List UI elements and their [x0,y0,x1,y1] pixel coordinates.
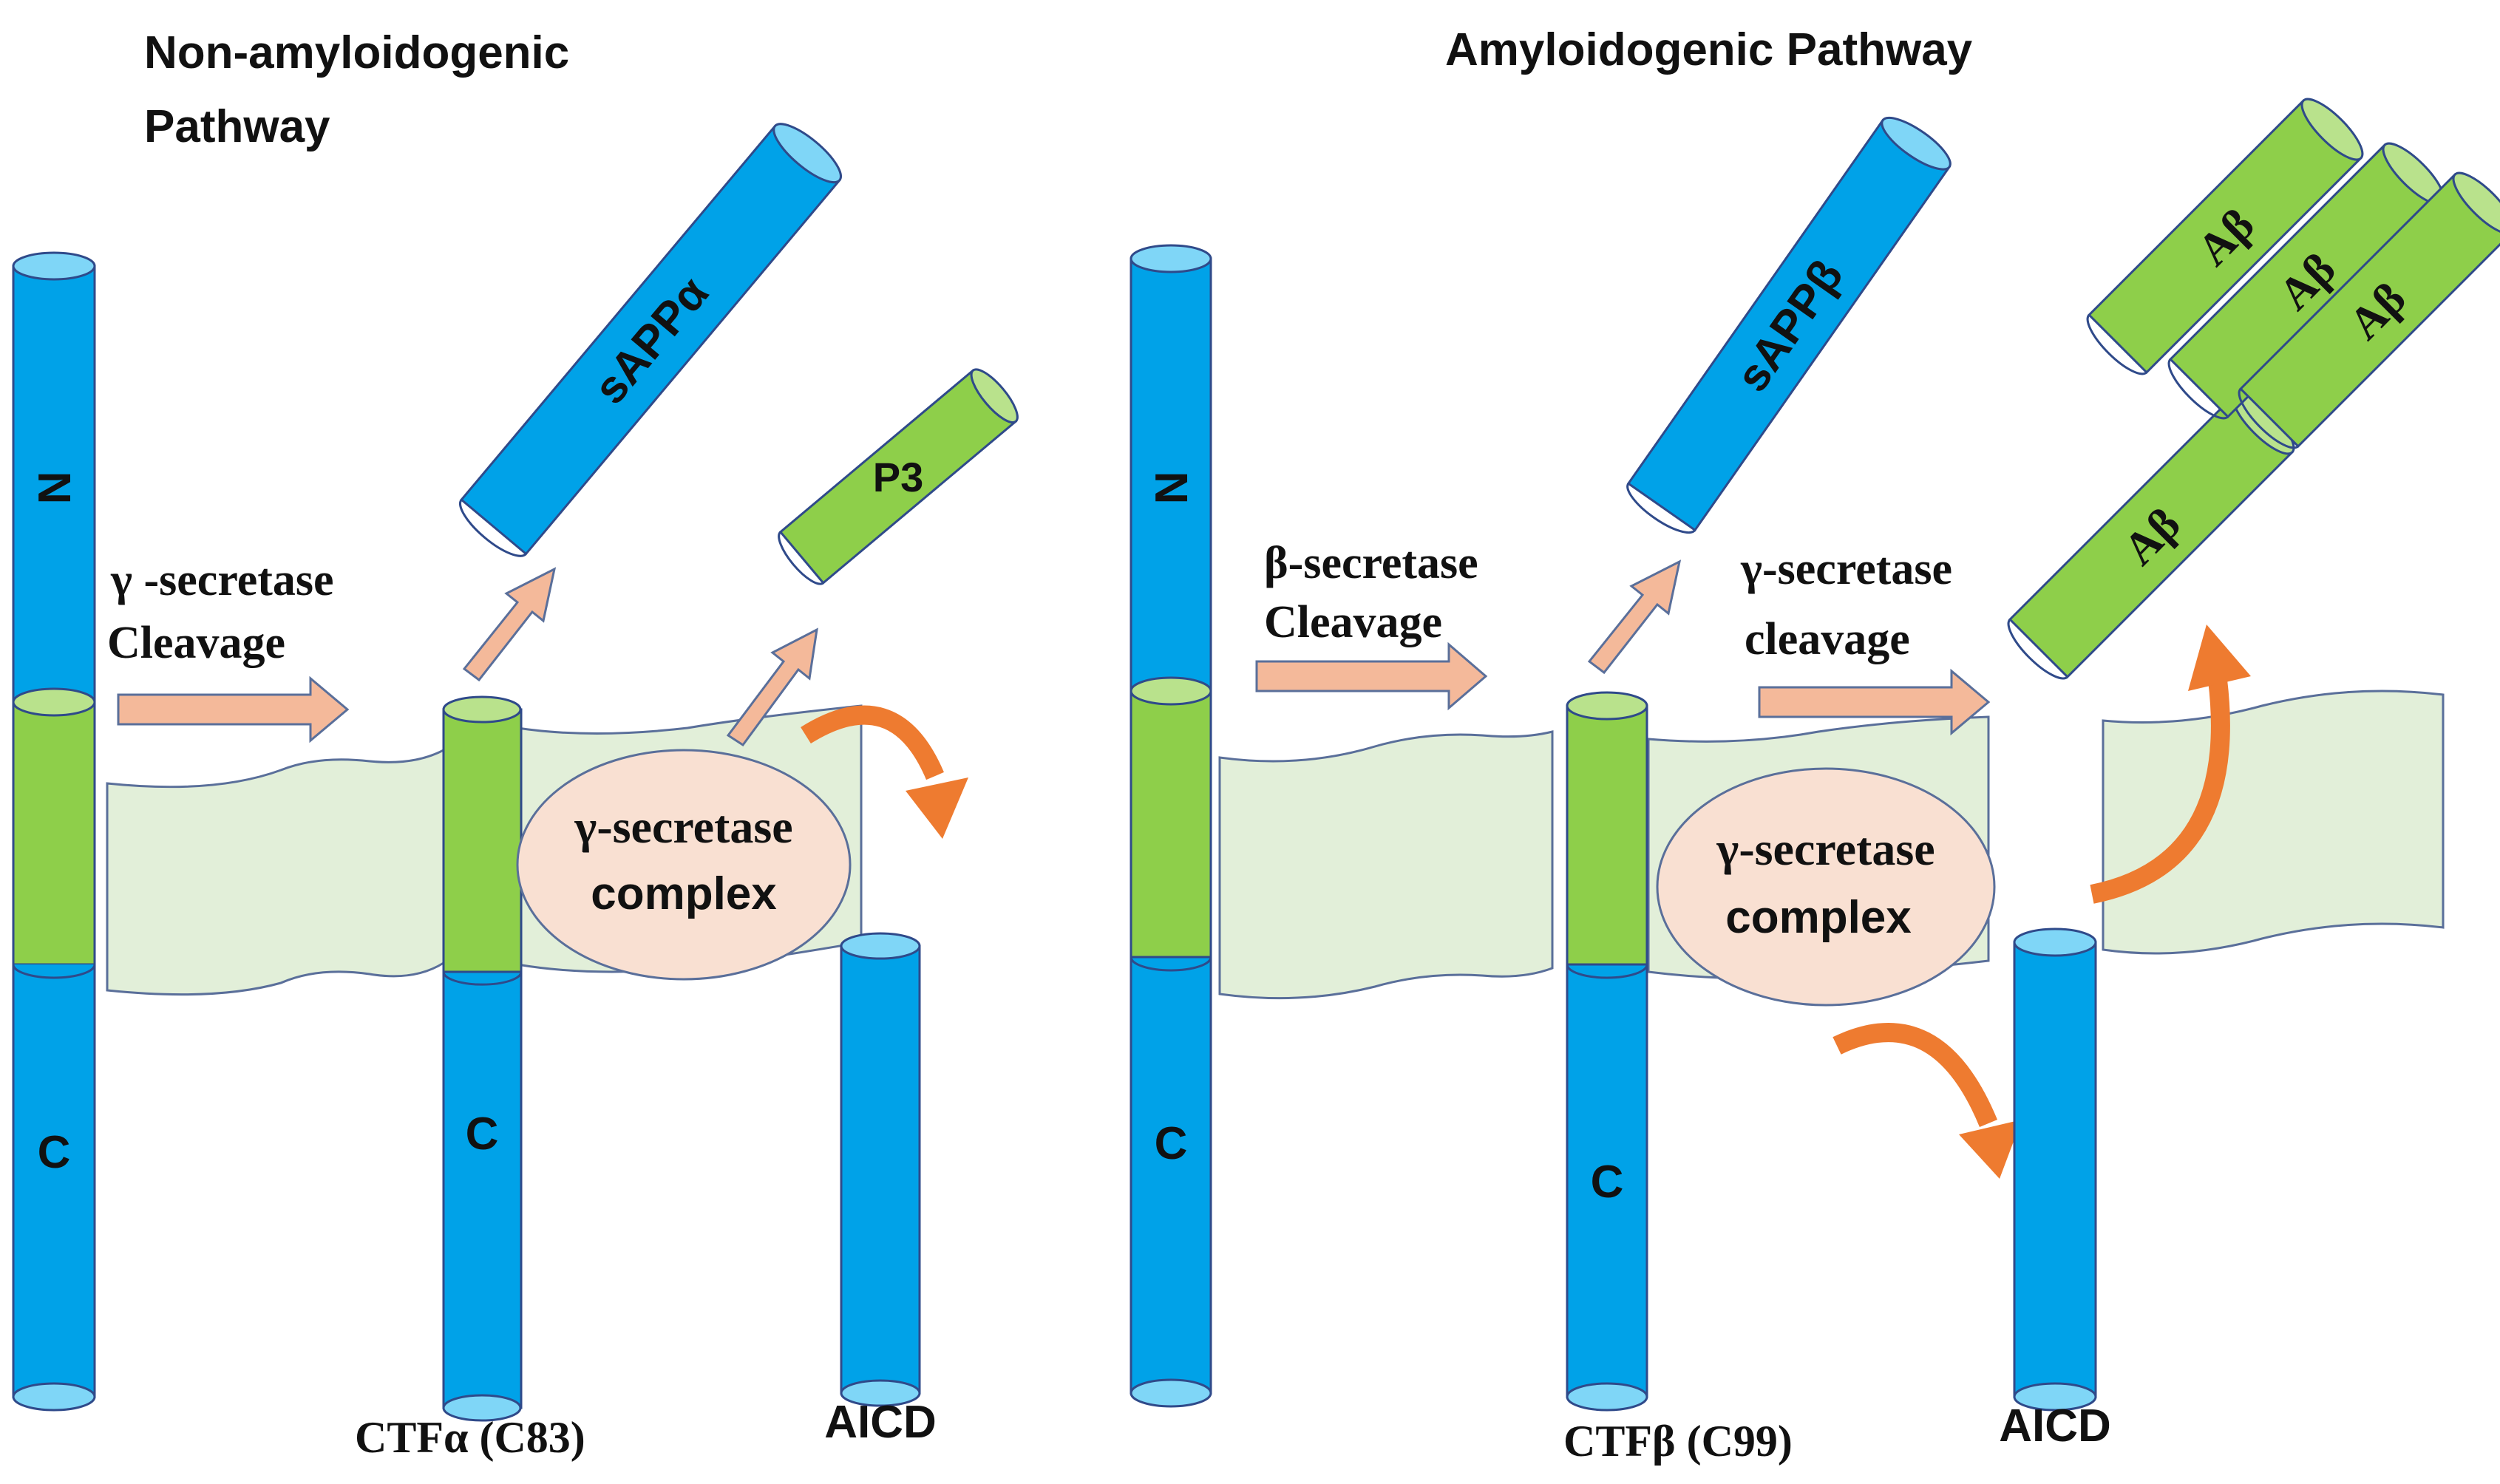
ctf-alpha-c-label: C [466,1109,499,1160]
gamma-secretase-complex [1656,767,1996,1007]
left-step-label-line1: γ -secretase [110,555,334,605]
left-step-label-line2: Cleavage [107,618,285,668]
app-n-terminus-label: N [1147,472,1198,505]
left-panel: Non-amyloidogenic Pathway N C γ -secreta… [12,27,1019,1462]
ctf-beta-c-label: C [1591,1157,1624,1208]
sapp-beta-fragment: sAPPβ [1626,116,1952,534]
abeta-oligomer: Aβ Aβ Aβ [2086,98,2500,449]
left-title-line2: Pathway [144,101,330,152]
app-c-terminus-label: C [1155,1118,1188,1169]
p3-fragment: P3 [778,368,1019,585]
abeta-fragment: Aβ [2007,392,2295,680]
membrane-segment [106,748,445,996]
abeta-fragment: Aβ [2238,171,2500,449]
ctf-beta-caption: CTFβ (C99) [1563,1417,1793,1466]
curved-arrow-head [1959,1120,2022,1179]
gamma-secretase-complex [516,749,852,981]
p3-label: P3 [873,454,924,500]
right-complex-label-line1: γ-secretase [1716,823,1935,875]
right-step2-label-line2: cleavage [1745,614,1910,664]
right-step2-label-line1: γ-secretase [1740,544,1952,594]
release-arrow [726,627,818,747]
left-complex-label-line2: complex [591,868,777,919]
app-n-terminus-label: N [30,472,81,505]
aicd-fragment [2013,928,2097,1412]
membrane-segment [2102,690,2445,955]
right-panel: Amyloidogenic Pathway N C β-secretase Cl… [1130,24,2500,1466]
ctf-alpha-caption: CTFα (C83) [355,1413,585,1462]
app-full-length: N C [1130,244,1212,1408]
release-arrow [462,567,557,682]
cleavage-arrow [117,675,350,743]
membrane-segment [1218,730,1554,1000]
app-c-terminus-label: C [38,1127,71,1178]
left-complex-label-line1: γ-secretase [574,800,792,853]
app-full-length: N C [12,251,96,1412]
right-complex-label-line2: complex [1725,892,1912,943]
sapp-alpha-fragment: sAPPα [459,123,842,557]
abeta-fragment: Aβ [2086,98,2364,375]
aicd-fragment [840,932,921,1407]
ctf-beta-fragment: C [1566,691,1648,1412]
curved-arrow [801,705,944,780]
right-aicd-label: AICD [1999,1400,2111,1451]
left-aicd-label: AICD [824,1397,937,1448]
gamma-cleavage-arrow [1758,668,1991,736]
right-step1-label-line2: Cleavage [1264,597,1442,647]
left-title-line1: Non-amyloidogenic [144,27,569,78]
curved-arrow-head [906,777,968,839]
curved-arrow [2090,678,2230,904]
curved-arrow [1832,1023,1998,1127]
release-arrow [1587,559,1682,675]
curved-arrow-head [2188,624,2251,691]
ctf-alpha-fragment: C [442,695,523,1422]
beta-cleavage-arrow [1255,641,1488,711]
right-title: Amyloidogenic Pathway [1445,24,1973,75]
right-step1-label-line1: β-secretase [1264,538,1478,588]
